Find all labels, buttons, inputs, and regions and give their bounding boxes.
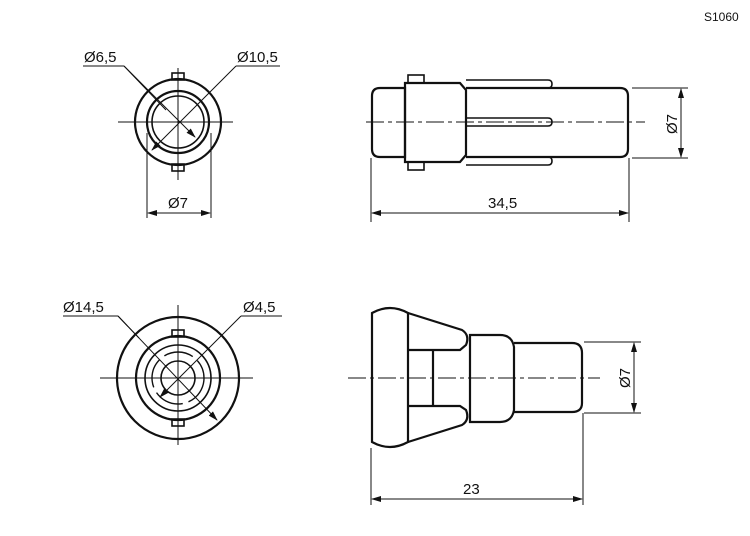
dim-outer-diameter: Ø10,5: [237, 49, 278, 66]
bottom-side-view: [348, 306, 641, 505]
dim-inner-diameter: Ø6,5: [84, 49, 117, 66]
bottom-front-view: [63, 305, 282, 445]
dim-side-diameter: Ø7: [664, 114, 681, 134]
dim-side-diameter-bottom: Ø7: [617, 368, 634, 388]
dim-length-bottom: 23: [463, 481, 480, 498]
top-front-view: [83, 65, 280, 218]
dim-inner-diameter-bottom: Ø4,5: [243, 299, 276, 316]
dim-outer-diameter-bottom: Ø14,5: [63, 299, 104, 316]
drawing-code: S1060: [704, 10, 739, 24]
dim-bottom-diameter: Ø7: [168, 195, 188, 212]
dim-length: 34,5: [488, 195, 517, 212]
top-side-view: [366, 74, 688, 222]
